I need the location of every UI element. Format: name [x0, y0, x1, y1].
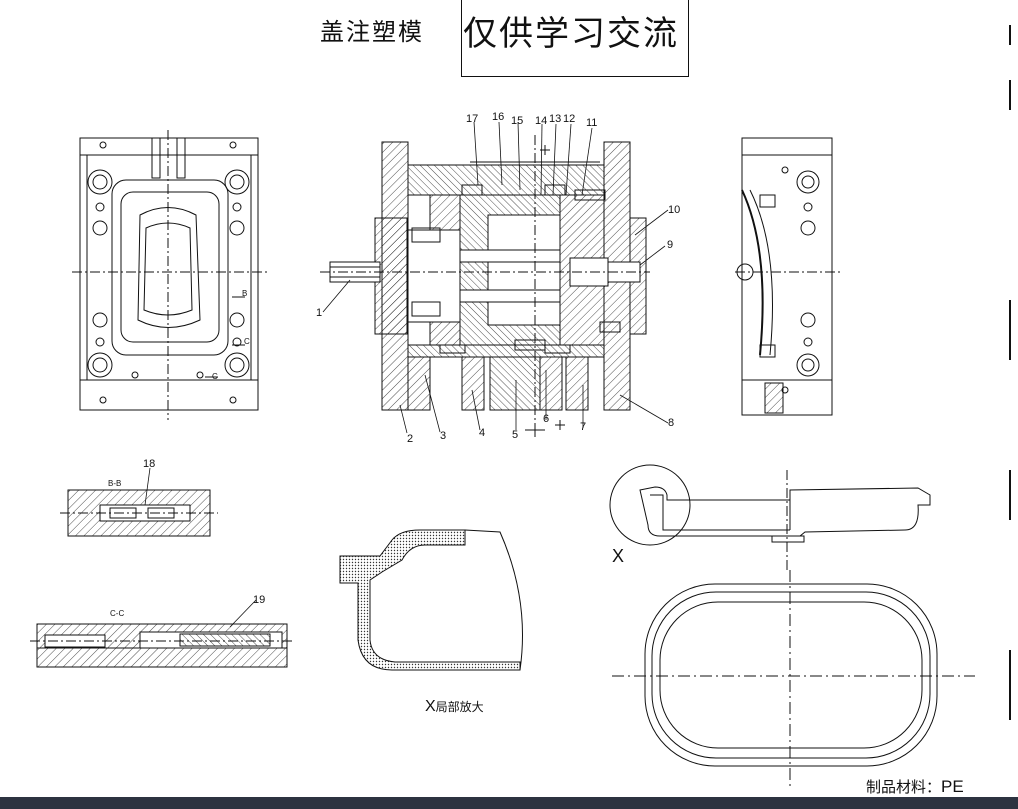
drawing-title-right: 仅供学习交流 — [463, 14, 679, 54]
detail-caption: X局部放大 — [425, 698, 484, 716]
label-5: 5 — [512, 429, 518, 441]
title-frame — [461, 0, 689, 77]
label-9: 9 — [667, 239, 673, 251]
bb-section-label: B-B — [108, 479, 121, 488]
detail-caption-prefix: X — [425, 698, 436, 715]
label-12: 12 — [563, 113, 575, 125]
drawing-title-left: 盖注塑模 — [320, 18, 424, 46]
plan-c-mark: C — [244, 337, 250, 346]
plan-b-mark: B — [242, 289, 247, 298]
main-section — [320, 135, 650, 437]
label-6: 6 — [543, 413, 549, 425]
plan-view — [72, 130, 268, 420]
material-label: 制品材料： — [866, 778, 942, 796]
part-number-labels: 1 2 3 4 5 6 7 8 9 10 11 12 13 14 15 16 1… — [143, 111, 680, 606]
label-17: 17 — [466, 113, 478, 125]
label-2: 2 — [407, 433, 413, 445]
label-15: 15 — [511, 115, 523, 127]
part-views — [609, 464, 975, 790]
leader-lines — [144, 121, 669, 628]
detail-callout-x: X — [612, 546, 625, 566]
label-4: 4 — [479, 427, 485, 439]
label-19: 19 — [253, 594, 265, 606]
label-16: 16 — [492, 111, 504, 123]
label-11: 11 — [586, 117, 597, 129]
material-value: PE — [941, 777, 964, 796]
x-detail — [339, 529, 523, 671]
label-13: 13 — [549, 113, 561, 125]
plan-c-mark-2: C — [212, 372, 218, 381]
label-8: 8 — [668, 417, 674, 429]
label-14: 14 — [535, 115, 547, 127]
label-18: 18 — [143, 458, 155, 470]
side-view — [735, 137, 842, 416]
cc-section — [30, 623, 295, 668]
bottom-status-bar — [0, 797, 1018, 809]
material-note: 制品材料：PE — [866, 776, 964, 797]
cc-section-label: C-C — [110, 609, 124, 618]
detail-caption-text: 局部放大 — [435, 700, 484, 714]
label-1: 1 — [316, 307, 322, 319]
bb-section — [60, 489, 218, 537]
plan-bolts — [87, 141, 250, 404]
label-10: 10 — [668, 204, 680, 216]
label-7: 7 — [580, 421, 586, 433]
label-3: 3 — [440, 430, 446, 442]
